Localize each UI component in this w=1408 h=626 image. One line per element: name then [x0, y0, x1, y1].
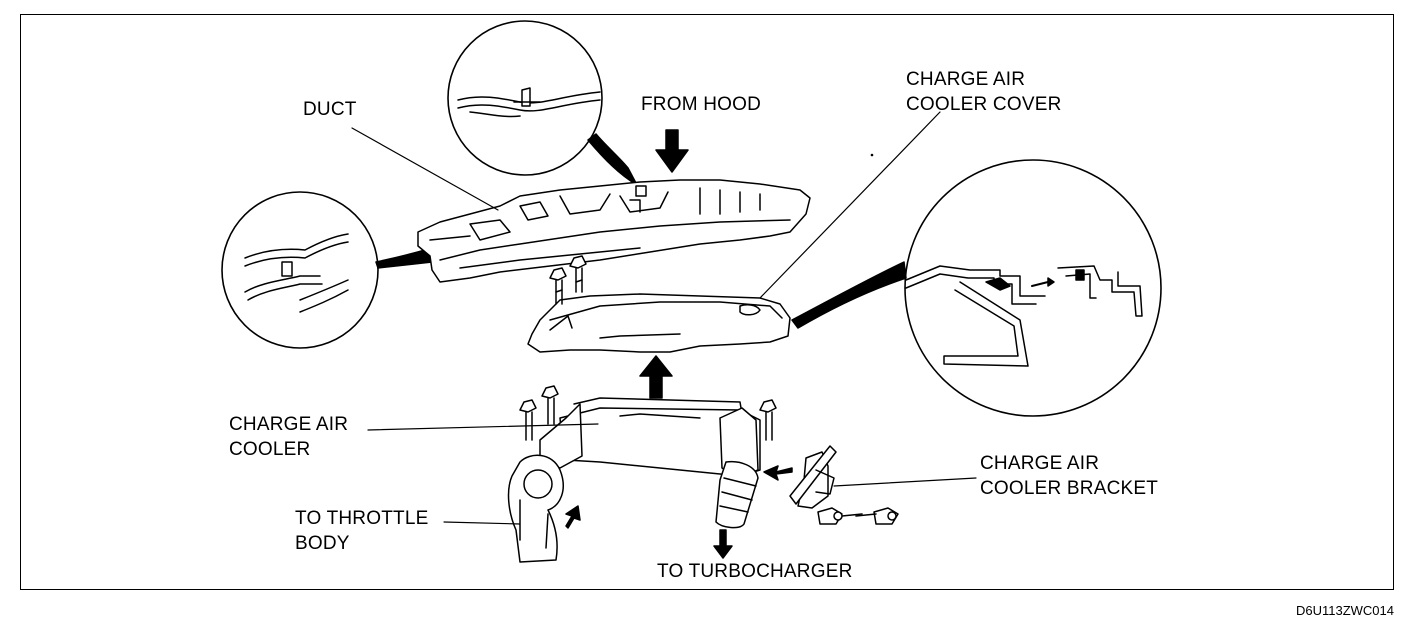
label-charge-air-cooler-bracket-line1: CHARGE AIR	[980, 453, 1100, 474]
duct-part	[417, 179, 811, 283]
arrow-cooler-up	[639, 355, 673, 399]
label-charge-air-cooler-bracket-line2: COOLER BRACKET	[980, 478, 1159, 499]
figure-code: D6U113ZWC014	[1295, 603, 1394, 618]
diagram-frame	[20, 14, 1394, 590]
detail-pointer-top	[587, 133, 638, 186]
label-to-turbocharger: TO TURBOCHARGER	[657, 561, 853, 582]
speck	[870, 153, 874, 157]
arrow-bracket-in	[763, 465, 793, 481]
cover-bolts	[549, 255, 587, 305]
label-charge-air-cooler-line1: CHARGE AIR	[229, 414, 349, 435]
label-charge-air-cooler-cover-line2: COOLER COVER	[906, 94, 1062, 115]
label-to-throttle-body-line1: TO THROTTLE	[295, 508, 429, 529]
detail-circle-cover-latch	[904, 159, 1162, 417]
label-duct: DUCT	[303, 99, 357, 120]
cooler-bolts	[519, 385, 777, 441]
detail-circle-duct-clip	[447, 20, 603, 176]
arrow-from-hood	[655, 129, 689, 173]
charge-air-cooler-part	[507, 397, 761, 563]
leader-lines	[351, 111, 977, 525]
label-to-throttle-body-line2: BODY	[295, 533, 350, 554]
detail-circle-duct-lower	[221, 191, 379, 349]
arrow-to-throttle-body	[565, 505, 581, 529]
label-charge-air-cooler-line2: COOLER	[229, 439, 311, 460]
charge-air-cooler-cover-part	[527, 293, 791, 353]
arrow-to-turbocharger	[713, 529, 733, 559]
charge-air-cooler-bracket-part	[789, 445, 899, 525]
label-charge-air-cooler-cover-line1: CHARGE AIR	[906, 69, 1026, 90]
detail-pointer-right	[791, 261, 907, 329]
label-from-hood: FROM HOOD	[641, 94, 762, 115]
